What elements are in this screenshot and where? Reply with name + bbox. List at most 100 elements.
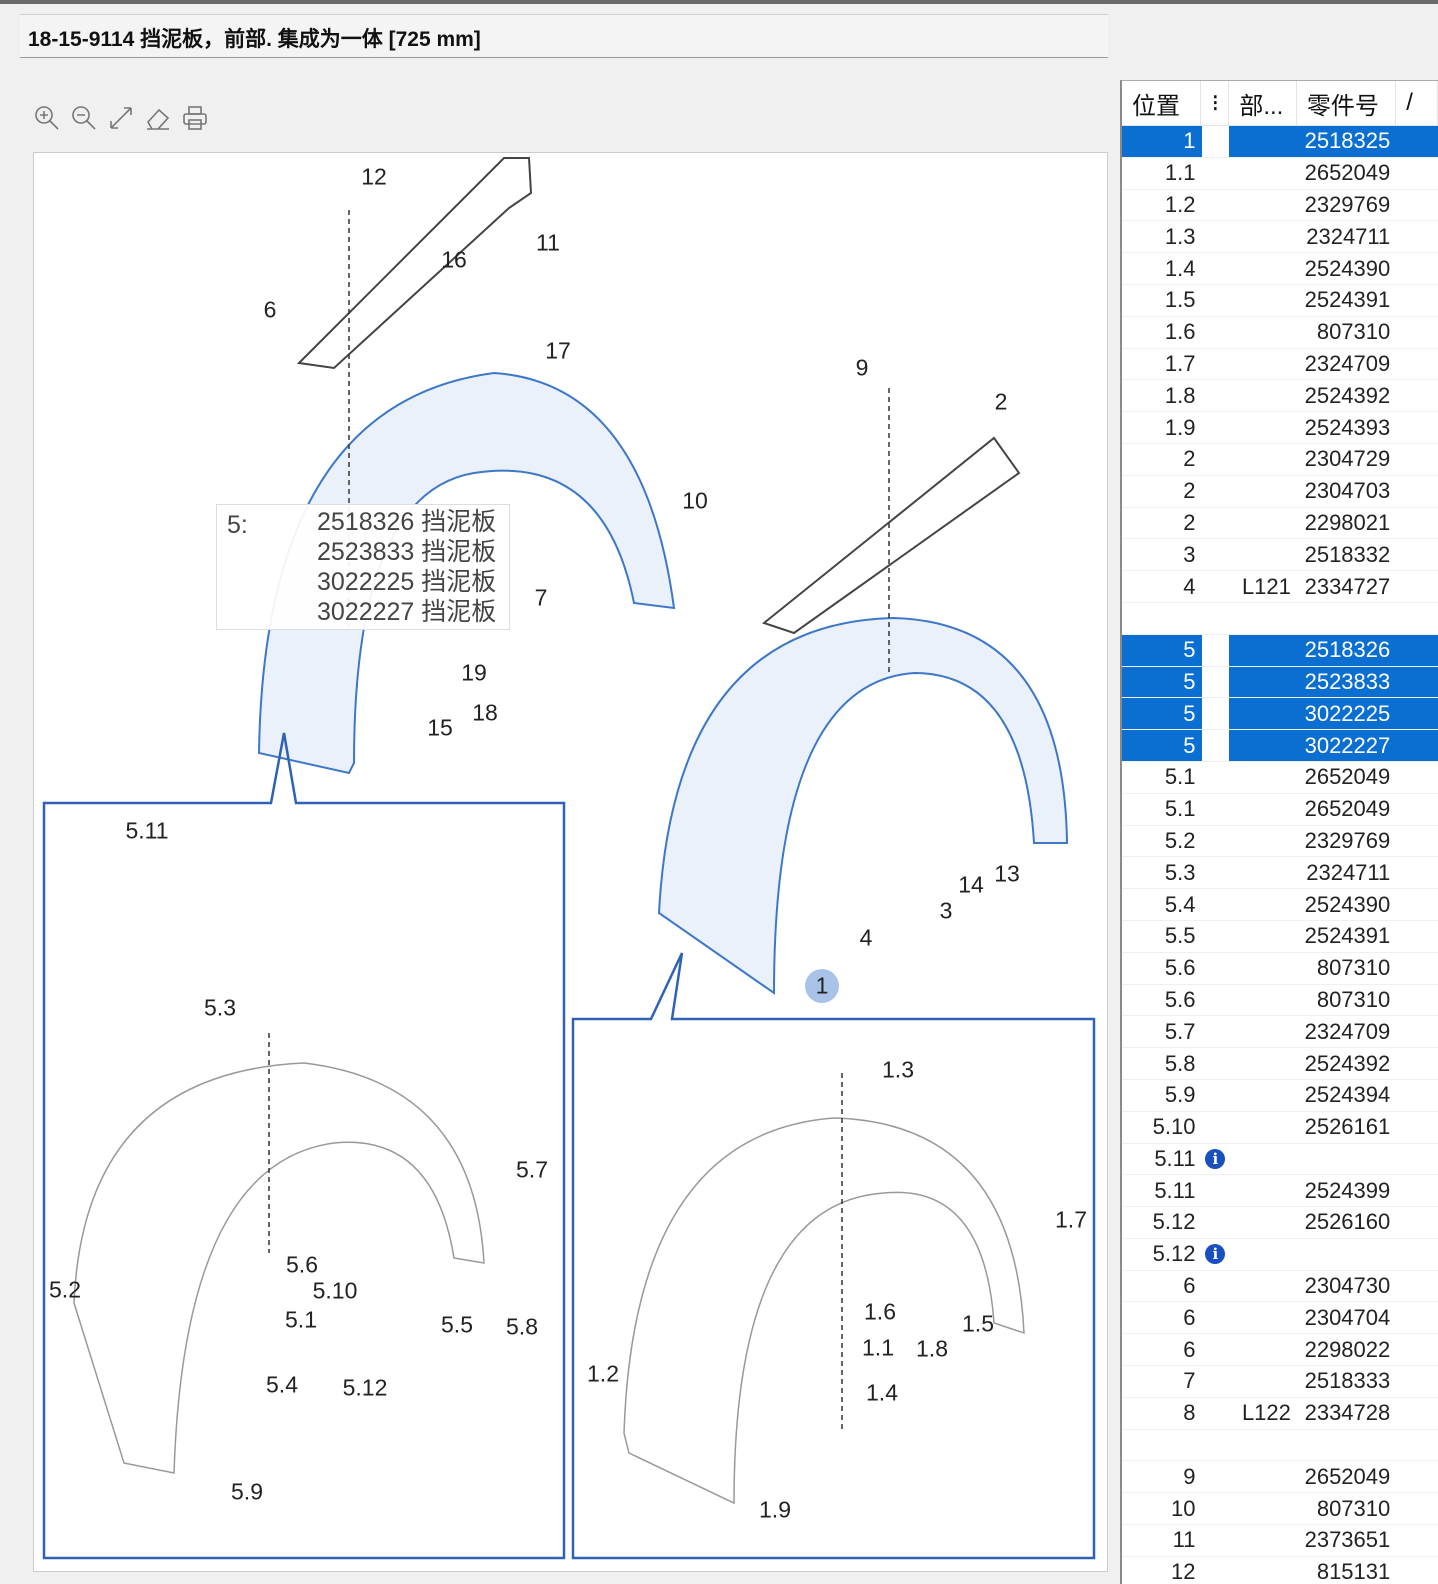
callout-label[interactable]: 1.3 [882, 1056, 914, 1083]
callout-label[interactable]: 19 [461, 659, 487, 686]
column-header-info[interactable]: ⁝ [1201, 81, 1230, 125]
callout-label[interactable]: 5.10 [312, 1277, 358, 1304]
callout-label[interactable]: 1.7 [1055, 1206, 1087, 1233]
callout-label[interactable]: 11 [536, 229, 560, 256]
info-icon[interactable]: i [1205, 1244, 1226, 1265]
callout-label[interactable]: 5.11 [125, 817, 169, 844]
column-header-part-number[interactable]: 零件号 [1297, 81, 1397, 125]
cell-more [1396, 1271, 1438, 1302]
callout-label[interactable]: 5.1 [285, 1306, 317, 1333]
callout-label[interactable]: 3 [939, 897, 953, 924]
callout-label[interactable]: 1 [815, 972, 829, 999]
callout-label[interactable]: 6 [263, 296, 277, 323]
callout-label[interactable]: 5.9 [231, 1478, 263, 1505]
callout-label[interactable]: 1.1 [862, 1334, 894, 1361]
zoom-out-icon[interactable] [67, 100, 100, 136]
column-header-position[interactable]: 位置 [1122, 81, 1202, 125]
callout-label[interactable]: 16 [441, 246, 467, 273]
eraser-icon[interactable] [141, 100, 174, 136]
callout-label[interactable]: 18 [472, 699, 498, 726]
callout-label[interactable]: 1.8 [916, 1335, 948, 1362]
callout-label[interactable]: 7 [534, 584, 548, 611]
callout-label[interactable]: 5.6 [286, 1251, 318, 1278]
callout-label[interactable]: 1.5 [962, 1310, 994, 1337]
callout-label[interactable]: 15 [427, 714, 453, 741]
callout-label[interactable]: 9 [855, 354, 869, 381]
callout-label[interactable]: 4 [859, 924, 873, 951]
callout-label[interactable]: 2 [994, 388, 1008, 415]
callout-label[interactable]: 12 [361, 163, 387, 190]
fit-to-window-icon[interactable] [104, 100, 137, 136]
callout-label[interactable]: 5.5 [441, 1311, 473, 1338]
callout-label[interactable]: 5.2 [49, 1276, 81, 1303]
callout-label[interactable]: 5.8 [506, 1313, 538, 1340]
print-icon[interactable] [178, 100, 211, 136]
info-icon[interactable]: i [1205, 1148, 1226, 1169]
cell-more [1396, 1048, 1438, 1079]
parts-diagram[interactable]: 12 11 16 6 17 9 2 10 7 19 18 15 14 13 3 4 1 5.11 5.3 5.7 5.6… [33, 152, 1108, 1572]
callout-label[interactable]: 1.9 [759, 1496, 791, 1523]
table-row[interactable] [1122, 1430, 1438, 1462]
callout-label[interactable]: 1.2 [587, 1360, 619, 1387]
table-row[interactable] [1122, 603, 1438, 635]
callout-label[interactable]: 5.3 [204, 994, 236, 1021]
callout-label[interactable]: 13 [994, 860, 1020, 887]
callout-label[interactable]: 14 [958, 871, 984, 898]
callout-label[interactable]: 1.6 [864, 1298, 896, 1325]
callout-label[interactable]: 1.4 [866, 1379, 898, 1406]
callout-label[interactable]: 10 [682, 487, 708, 514]
callout-label[interactable]: 5.12 [342, 1374, 388, 1401]
column-header-more[interactable]: / [1396, 81, 1438, 125]
column-header-part[interactable]: 部... [1229, 81, 1297, 125]
callout-label[interactable]: 5.7 [516, 1156, 548, 1183]
callout-label[interactable]: 17 [545, 337, 571, 364]
cell-part-number: 2304729 [1304, 446, 1391, 472]
zoom-in-icon[interactable] [30, 100, 63, 136]
callout-label[interactable]: 5.4 [266, 1371, 298, 1398]
